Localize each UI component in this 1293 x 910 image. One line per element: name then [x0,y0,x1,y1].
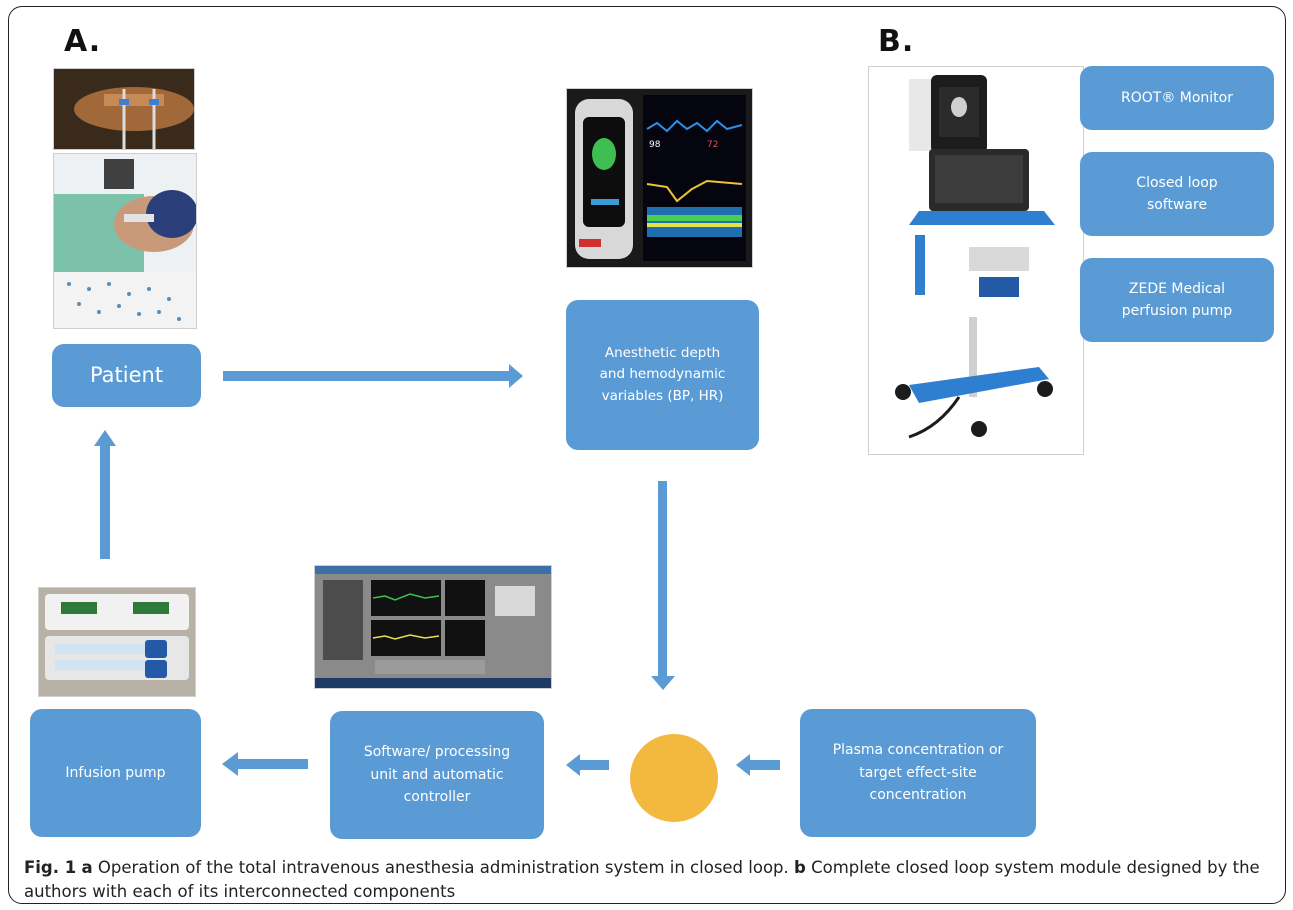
caption-b-label: b [794,858,806,877]
panel-a-label: A. [64,24,102,59]
panel-b-label: B. [878,24,915,59]
arrow-software-to-infusion [222,752,308,776]
surgery-photo [53,68,195,150]
software-box: Software/ processing unit and automatic … [330,711,544,839]
summing-junction-circle [630,734,718,822]
plasma-concentration-box: Plasma concentration or target effect-si… [800,709,1036,837]
arrow-plasma-to-junction [736,754,780,776]
software-screenshot-art [315,566,551,688]
infusion-pump-photo-art [39,588,195,696]
closed-loop-software-box: Closed loop software [1080,152,1274,236]
monitor-photo: 98 72 [566,88,753,268]
svg-text:98: 98 [649,140,661,150]
figure-caption: Fig. 1 a Operation of the total intraven… [24,856,1276,904]
caption-b-text: Complete closed loop system module desig… [24,858,1260,901]
figure-frame [8,6,1286,904]
svg-text:72: 72 [707,140,718,150]
zede-pump-box: ZEDE Medical perfusion pump [1080,258,1274,342]
anesthetic-depth-box: Anesthetic depth and hemodynamic variabl… [566,300,759,450]
patient-photo-art [54,154,196,328]
arrow-junction-to-software [566,754,609,776]
monitor-photo-art: 98 72 [567,89,752,267]
infusion-pump-photo [38,587,196,697]
root-monitor-box: ROOT® Monitor [1080,66,1274,130]
caption-fig-label: Fig. 1 [24,858,77,877]
closed-loop-module-art [869,67,1083,454]
infusion-pump-box: Infusion pump [30,709,201,837]
caption-a-text: Operation of the total intravenous anest… [97,858,789,877]
arrow-patient-to-depth [223,364,523,388]
arrow-depth-to-junction [651,481,675,690]
surgery-photo-art [54,69,194,149]
patient-photo [53,153,197,329]
caption-a-label: a [81,858,93,877]
arrow-infusion-to-patient [94,430,116,559]
patient-box: Patient [52,344,201,407]
closed-loop-module-photo [868,66,1084,455]
software-screenshot [314,565,552,689]
